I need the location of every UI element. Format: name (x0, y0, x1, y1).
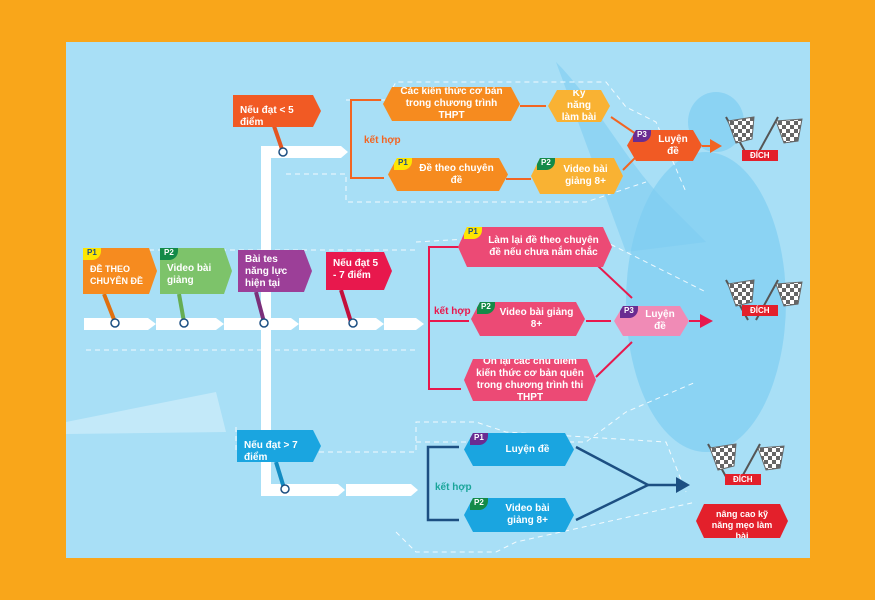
arrow-icon (700, 314, 713, 328)
arrow-icon (676, 477, 690, 493)
condition-above-7: Nếu đạt > 7 điểm (237, 430, 321, 462)
timeline-step-5-7: Nếu đạt 5 - 7 điểm (326, 252, 392, 290)
combine-label: kết hợp (435, 482, 472, 493)
finish-ribbon: ĐÍCH (725, 474, 761, 485)
condition-below-5: Nếu đạt < 5 điểm (233, 95, 321, 127)
arrow-icon (710, 139, 722, 153)
review-basics-box: Ôn lại các chủ điểm kiến thức cơ bản quê… (464, 359, 596, 401)
runner-head (688, 92, 744, 152)
exam-skills-box: Kỹ năng làm bài (548, 90, 610, 122)
basic-knowledge-box: Các kiến thức cơ bản trong chương trình … (383, 87, 520, 121)
infographic-panel: Nếu đạt < 5 điểm kết hợp Các kiến thức c… (66, 42, 810, 558)
combine-label: kết hợp (364, 135, 401, 146)
goal-box: nâng cao kỹ năng mẹo làm bài (696, 504, 788, 538)
finish-ribbon: ĐÍCH (742, 150, 778, 161)
finish-ribbon: ĐÍCH (742, 305, 778, 316)
timeline-step-assessment: Bài tes năng lực hiện tại (238, 250, 312, 292)
combine-label: kết hợp (434, 306, 471, 317)
runners-blur-icon (66, 392, 226, 434)
